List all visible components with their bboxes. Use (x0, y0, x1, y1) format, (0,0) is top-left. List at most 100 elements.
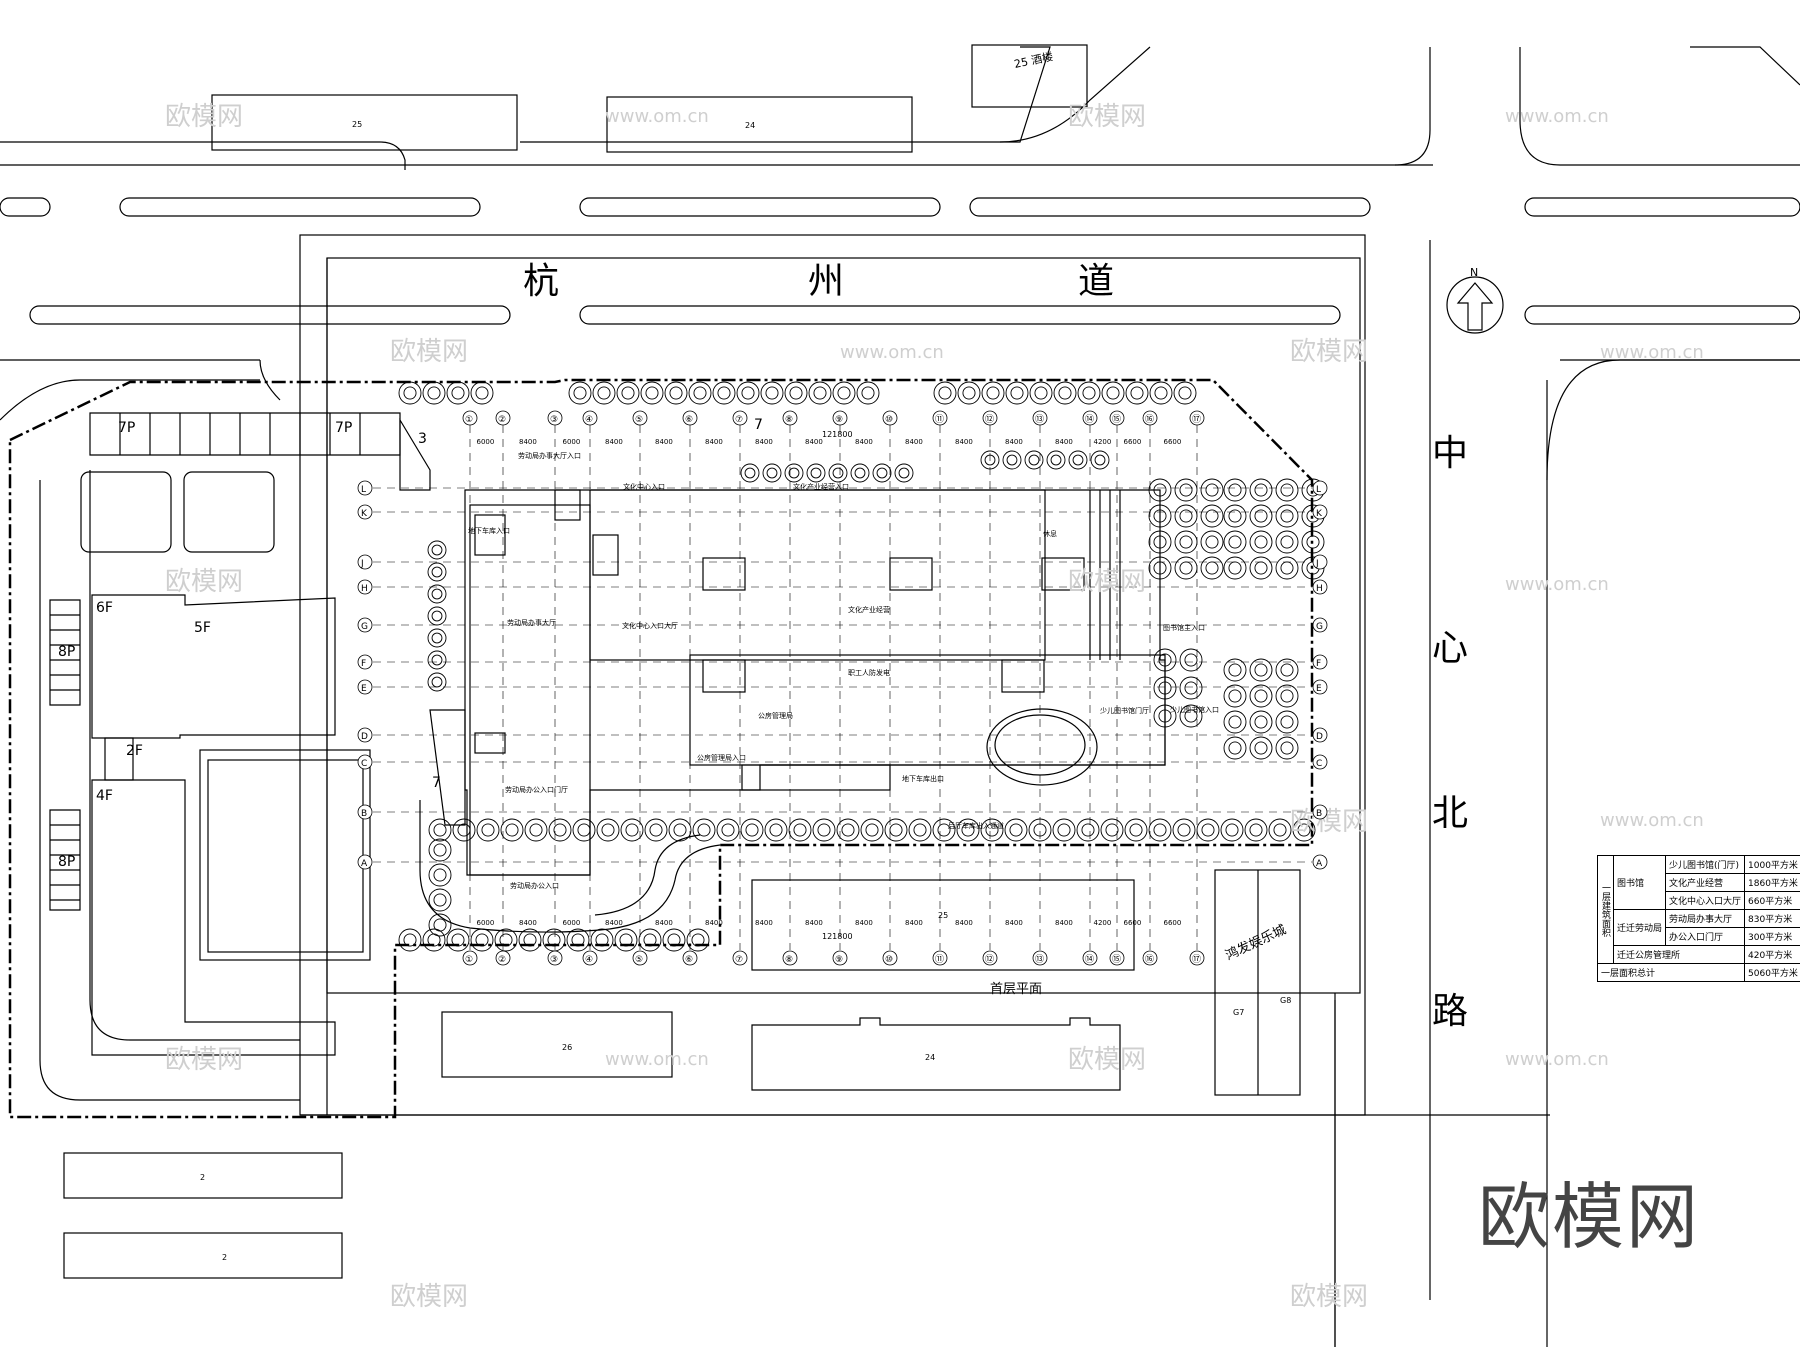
axis-marker-top: ⑥ (682, 950, 698, 966)
tree-icon (740, 463, 760, 483)
room-label: 图书馆主入口 (1163, 623, 1205, 632)
axis-marker-top: ⑩ (882, 410, 898, 426)
ramp-west (399, 417, 431, 491)
tree-icon (1275, 684, 1299, 708)
median-island (1524, 305, 1800, 325)
svg-text:F: F (361, 659, 366, 669)
svg-text:⑧: ⑧ (785, 415, 793, 425)
dimension-total: 121800 (822, 430, 853, 439)
area-table-cell: 420平方米 (1744, 945, 1800, 964)
tree-icon (664, 381, 688, 405)
tree-icon (784, 463, 804, 483)
svg-text:⑩: ⑩ (885, 955, 893, 965)
courtyard (207, 759, 364, 953)
svg-text:⑰: ⑰ (1192, 414, 1201, 425)
dimension-label: 8400 (705, 438, 723, 446)
floor-label: 2F (126, 743, 143, 759)
tree-icon (427, 562, 447, 582)
tree-icon (1200, 530, 1224, 554)
room-label: 公房管理局 (758, 711, 793, 720)
svg-text:H: H (361, 584, 368, 594)
svg-text:⑮: ⑮ (1112, 954, 1121, 965)
axis-marker-top: ⑰ (1189, 950, 1205, 966)
ramp-west (429, 709, 466, 826)
existing-building (63, 1232, 343, 1279)
parking-label: 8P (58, 644, 75, 660)
area-table-cell: 300平方米 (1744, 927, 1800, 946)
tree-icon (620, 818, 644, 842)
svg-text:⑤: ⑤ (635, 415, 643, 425)
median-island (119, 197, 481, 217)
watermark-url: www.om.cn (1505, 574, 1609, 595)
tree-icon (1153, 676, 1177, 700)
dimension-label: 8400 (519, 919, 537, 927)
axis-marker-side: G (357, 617, 373, 633)
floor-label: 5F (194, 620, 211, 636)
tree-icon (572, 818, 596, 842)
svg-text:⑫: ⑫ (985, 954, 994, 965)
stair-label: 7 (754, 417, 763, 433)
existing-building (751, 879, 1135, 971)
tree-icon (1179, 648, 1203, 672)
axis-marker-side: D (1312, 727, 1328, 743)
dimension-label: 6000 (563, 438, 581, 446)
road-edge (1546, 359, 1800, 481)
dimension-label: 6000 (563, 919, 581, 927)
tree-icon (1275, 504, 1299, 528)
stair-label: 7 (432, 775, 441, 791)
dimension-label: 8400 (805, 438, 823, 446)
parking-row (49, 599, 81, 706)
svg-text:④: ④ (585, 955, 593, 965)
axis-marker-top: ① (462, 950, 478, 966)
axis-marker-top: ⑮ (1109, 410, 1125, 426)
existing-building (971, 44, 1088, 108)
road-edge (89, 470, 300, 1041)
tree-icon (850, 463, 870, 483)
west-block (183, 471, 275, 553)
watermark-url: www.om.cn (605, 106, 709, 127)
axis-marker-side: H (357, 579, 373, 595)
tree-icon (1028, 818, 1052, 842)
median-island (579, 305, 1341, 325)
svg-text:D: D (1316, 732, 1323, 742)
area-table-cell: 830平方米 (1744, 909, 1800, 928)
tree-icon (806, 463, 826, 483)
room-label: 后厅车库出入通道 (948, 821, 1004, 830)
tree-icon (1223, 530, 1247, 554)
existing-building (751, 1017, 1121, 1091)
tree-icon (1174, 478, 1198, 502)
axis-marker-side: B (357, 804, 373, 820)
tree-icon (398, 381, 422, 405)
tree-icon (1275, 530, 1299, 554)
watermark: 欧模网 (1290, 337, 1368, 367)
dimension-label: 8400 (605, 919, 623, 927)
tree-icon (764, 818, 788, 842)
dimension-label: 8400 (1055, 919, 1073, 927)
tree-icon (616, 381, 640, 405)
svg-text:G: G (361, 622, 368, 632)
tree-icon (1249, 478, 1273, 502)
tree-icon (428, 913, 452, 937)
axis-marker-top: ⑯ (1142, 410, 1158, 426)
svg-text:L: L (361, 485, 366, 495)
tree-icon (872, 463, 892, 483)
axis-marker-side: C (1312, 754, 1328, 770)
dimension-label: 8400 (755, 438, 773, 446)
tree-icon (1029, 381, 1053, 405)
room-label: 地下车库出口 (902, 774, 944, 783)
hotel-label: 25 酒楼 (1013, 49, 1055, 71)
tree-icon (1223, 736, 1247, 760)
tree-icon (1220, 818, 1244, 842)
tree-icon (614, 928, 638, 952)
tree-icon (1174, 556, 1198, 580)
svg-text:K: K (361, 509, 368, 519)
building-number: G7 (1233, 1008, 1244, 1017)
svg-text:①: ① (465, 955, 473, 965)
drawing-title: 首层平面 (990, 982, 1042, 997)
entertainment-label: 鸿发娱乐城 (1223, 922, 1289, 964)
tree-icon (524, 818, 548, 842)
axis-marker-top: ⑫ (982, 950, 998, 966)
svg-text:⑬: ⑬ (1035, 954, 1044, 965)
